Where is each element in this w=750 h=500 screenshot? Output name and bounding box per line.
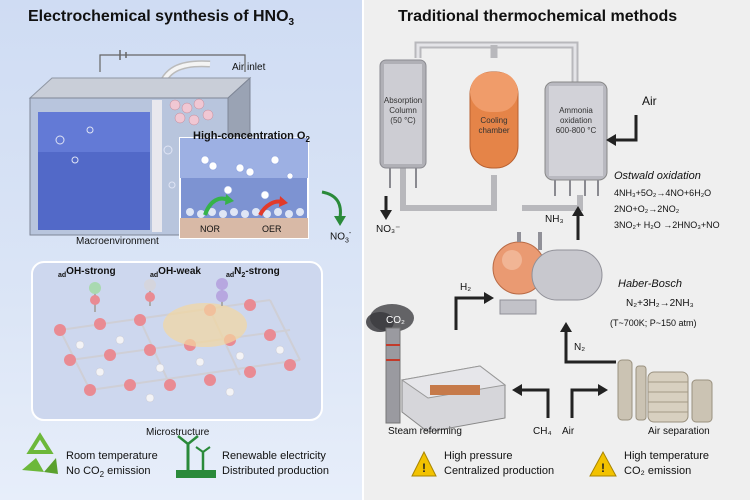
air-top-label: Air <box>642 94 657 108</box>
oh-strong-label: adOH-strong <box>58 266 116 279</box>
n2-strong-label: adN2-strong <box>226 266 280 279</box>
left-illustration <box>22 50 346 478</box>
ch4-label: CH₄ <box>533 426 552 437</box>
nh3-label: NH₃ <box>545 214 564 225</box>
oer-label: OER <box>262 224 282 234</box>
right-disadvantages-2: High temperature CO₂ emission <box>624 450 709 477</box>
right-title: Traditional thermochemical methods <box>398 8 678 25</box>
steam-reforming-label: Steam reforming <box>388 426 462 437</box>
haber-bosch-conditions: (T~700K; P~150 atm) <box>610 318 697 328</box>
left-advantages-2: Renewable electricity Distributed produc… <box>222 450 330 477</box>
oh-weak-label: adOH-weak <box>150 266 201 279</box>
high-concentration-label: High-concentration O2 <box>193 130 310 145</box>
air-bottom-label: Air <box>562 426 575 437</box>
ostwald-eq-1: 4NH₃+5O₂→4NO+6H₂O <box>614 188 712 198</box>
no3-out-label: NO₃⁻ <box>376 224 401 235</box>
nor-label: NOR <box>200 224 220 234</box>
haber-bosch-title: Haber-Bosch <box>618 278 682 290</box>
wind-turbine-icon <box>176 435 216 478</box>
air-inlet-label: Air inlet <box>232 62 266 73</box>
co2-smoke-label: CO₂ <box>386 315 405 326</box>
microstructure-label: Microstructure <box>146 427 210 438</box>
recycle-icon <box>22 432 58 474</box>
n2-label: N₂ <box>574 342 586 353</box>
h2-label: H₂ <box>460 282 472 293</box>
macroenvironment-label: Macroenvironment <box>76 236 159 247</box>
air-separation-label: Air separation <box>648 426 710 437</box>
ostwald-eq-2: 2NO+O₂→2NO₂ <box>614 204 680 214</box>
ostwald-title: Ostwald oxidation <box>614 170 701 182</box>
no3-label: NO3- <box>330 230 352 245</box>
right-panel <box>364 0 750 500</box>
left-advantages-1: Room temperature No CO2 emission <box>66 450 158 480</box>
right-disadvantages-1: High pressure Centralized production <box>444 450 555 477</box>
ostwald-eq-3: 3NO₂+ H₂O →2HNO₃+NO <box>614 220 720 230</box>
left-title: Electrochemical synthesis of HNO3 <box>28 8 295 29</box>
haber-bosch-eq: N₂+3H₂→2NH₃ <box>626 298 694 309</box>
